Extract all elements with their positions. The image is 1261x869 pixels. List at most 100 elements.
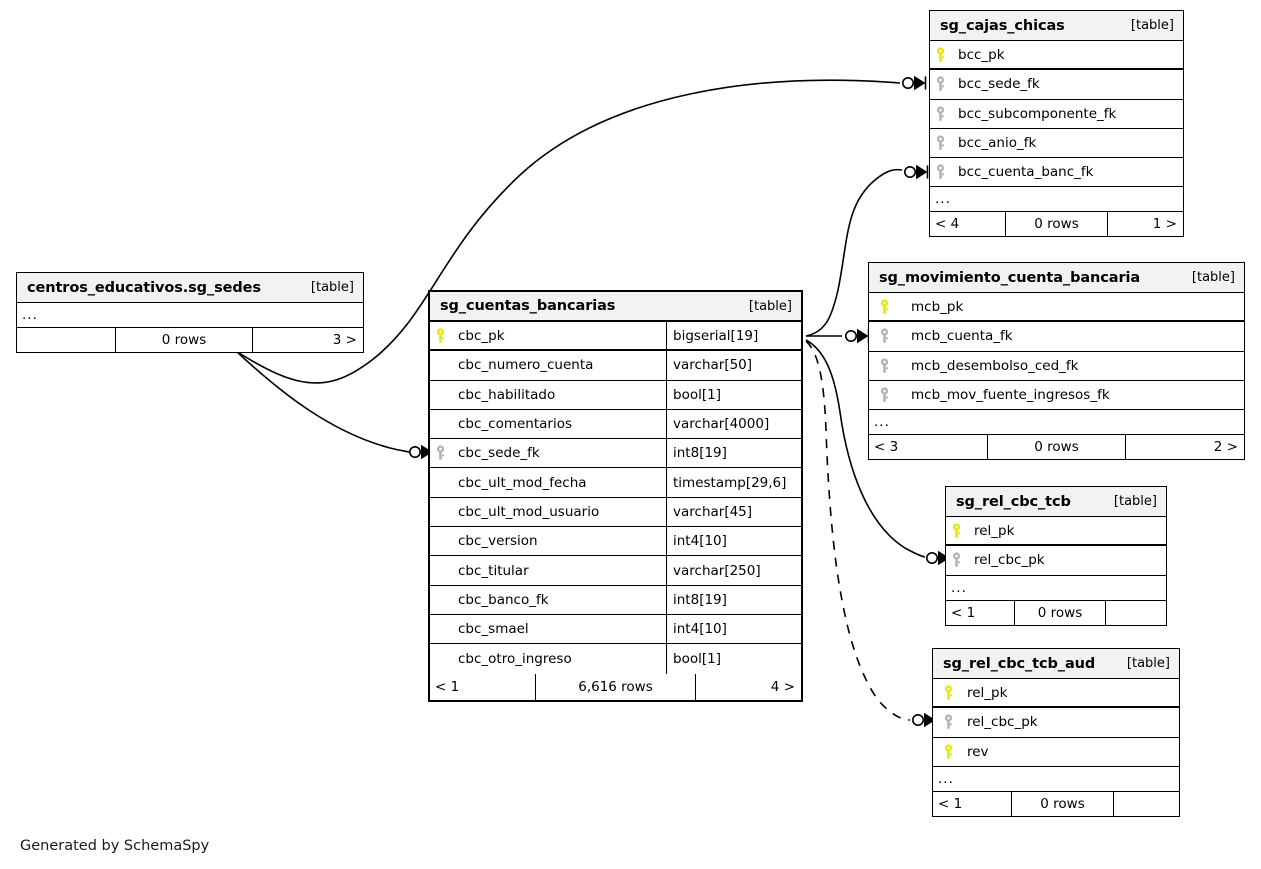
footer-parents-count[interactable]: < 3 [874,439,899,456]
table-row[interactable]: cbc_ult_mod_usuario varchar[45] [430,497,801,528]
more-columns-indicator: ... [869,410,1244,436]
no-key-icon [430,381,450,409]
table-row[interactable]: mcb_mov_fuente_ingresos_fk [869,381,1244,411]
table-node-sg-cuentas-bancarias[interactable]: sg_cuentas_bancarias [table] cbc_pk bigs… [428,290,803,702]
table-node-sg-rel-cbc-tcb[interactable]: sg_rel_cbc_tcb [table] rel_pk rel_cbc_pk… [945,486,1167,626]
table-row[interactable]: cbc_pk bigserial[19] [430,322,801,352]
column-type: int8[19] [666,585,801,614]
table-row[interactable]: bcc_sede_fk [930,70,1183,100]
foreign-key-icon [930,70,950,98]
table-row[interactable]: bcc_anio_fk [930,129,1183,159]
column-name: cbc_smael [458,621,529,638]
column-name: mcb_mov_fuente_ingresos_fk [911,387,1110,404]
footer-children-count[interactable]: 1 > [1152,216,1177,233]
generated-by-caption: Generated by SchemaSpy [20,838,210,854]
table-node-sg-rel-cbc-tcb-aud[interactable]: sg_rel_cbc_tcb_aud [table] rel_pk rel_cb… [932,648,1180,817]
no-key-icon [430,410,450,438]
table-type-label: [table] [310,280,354,295]
footer-children-count[interactable]: 2 > [1213,439,1238,456]
table-row[interactable]: cbc_comentarios varchar[4000] [430,409,801,440]
table-header: sg_cuentas_bancarias [table] [430,292,801,322]
column-name: cbc_numero_cuenta [458,357,594,374]
table-row[interactable]: cbc_habilitado bool[1] [430,380,801,410]
footer-row-count: 0 rows [1011,791,1114,816]
table-name: sg_rel_cbc_tcb_aud [943,655,1096,672]
column-name: cbc_titular [458,562,529,579]
column-name: rel_cbc_pk [974,552,1045,569]
endpoint-mcb-cuenta-fk [844,327,870,345]
foreign-key-icon [430,439,450,467]
column-name: bcc_subcomponente_fk [958,105,1117,122]
foreign-key-icon [930,100,950,128]
table-name: sg_cuentas_bancarias [440,298,616,314]
footer-parents-count[interactable]: < 4 [935,216,960,233]
footer-children-count[interactable] [1106,601,1166,625]
table-node-centros-educativos-sg-sedes[interactable]: centros_educativos.sg_sedes [table] ... … [16,272,364,353]
primary-key-icon [933,738,963,766]
table-row[interactable]: cbc_ult_mod_fecha timestamp[29,6] [430,468,801,498]
column-name: mcb_cuenta_fk [911,328,1013,345]
no-key-icon [430,527,450,555]
column-name: cbc_habilitado [458,386,556,403]
column-name: mcb_pk [911,298,964,315]
table-footer: < 1 0 rows [946,600,1166,625]
table-footer: 0 rows 3 > [17,328,363,352]
column-type: int8[19] [666,439,801,468]
footer-parents-count[interactable]: < 1 [435,678,460,695]
table-columns: rel_pk rel_cbc_pk ... [946,517,1166,601]
table-footer: < 4 0 rows 1 > [930,212,1183,237]
table-header: centros_educativos.sg_sedes [table] [17,273,363,303]
footer-parents-count[interactable]: < 1 [938,795,963,812]
table-name: sg_movimiento_cuenta_bancaria [879,269,1141,286]
table-node-sg-movimiento-cuenta-bancaria[interactable]: sg_movimiento_cuenta_bancaria [table] mc… [868,262,1245,461]
table-row[interactable]: rel_pk [933,679,1179,709]
table-row[interactable]: cbc_smael int4[10] [430,614,801,645]
column-type: timestamp[29,6] [666,468,801,497]
footer-children-count[interactable]: 3 > [332,332,357,348]
primary-key-icon [869,293,899,320]
endpoint-bcc-cuenta-banc-fk [903,164,929,180]
primary-key-icon [430,322,450,349]
footer-parents-count[interactable] [17,328,115,352]
footer-row-count: 0 rows [115,328,253,352]
no-key-icon [430,498,450,526]
table-row[interactable]: cbc_otro_ingreso bool[1] [430,644,801,674]
table-row[interactable]: mcb_pk [869,293,1244,323]
table-row[interactable]: rel_cbc_pk [946,546,1166,576]
footer-children-count[interactable]: 4 > [770,678,795,695]
foreign-key-icon [933,708,963,736]
column-type: int4[10] [666,527,801,556]
column-name: rev [967,743,989,760]
table-footer: < 3 0 rows 2 > [869,435,1244,460]
column-name: rel_pk [967,684,1008,701]
table-columns: ... [17,303,363,328]
column-name: bcc_cuenta_banc_fk [958,164,1094,181]
footer-row-count: 6,616 rows [535,673,696,700]
table-row[interactable]: mcb_cuenta_fk [869,322,1244,352]
column-name: bcc_pk [958,46,1005,63]
column-name: rel_cbc_pk [967,714,1038,731]
table-row[interactable]: cbc_sede_fk int8[19] [430,439,801,469]
table-header: sg_rel_cbc_tcb_aud [table] [933,649,1179,679]
table-row[interactable]: rel_pk [946,517,1166,547]
footer-parents-count[interactable]: < 1 [951,604,976,621]
table-columns: bcc_pk bcc_sede_fk bcc_subcomponente_fk … [930,41,1183,213]
table-row[interactable]: mcb_desembolso_ced_fk [869,352,1244,381]
table-row[interactable]: cbc_version int4[10] [430,527,801,557]
table-node-sg-cajas-chicas[interactable]: sg_cajas_chicas [table] bcc_pk bcc_sede_… [929,10,1184,238]
table-row[interactable]: rel_cbc_pk [933,708,1179,738]
table-row[interactable]: rev [933,738,1179,767]
column-name: cbc_comentarios [458,416,573,433]
table-row[interactable]: bcc_pk [930,41,1183,71]
foreign-key-icon [946,546,966,574]
table-row[interactable]: bcc_subcomponente_fk [930,100,1183,129]
table-row[interactable]: cbc_titular varchar[250] [430,556,801,586]
table-row[interactable]: cbc_numero_cuenta varchar[50] [430,351,801,381]
table-row[interactable]: bcc_cuenta_banc_fk [930,158,1183,188]
table-row[interactable]: cbc_banco_fk int8[19] [430,585,801,615]
no-key-icon [430,586,450,614]
footer-children-count[interactable] [1114,792,1179,816]
no-key-icon [430,351,450,379]
column-name: rel_pk [974,522,1015,539]
table-footer: < 1 0 rows [933,791,1179,816]
